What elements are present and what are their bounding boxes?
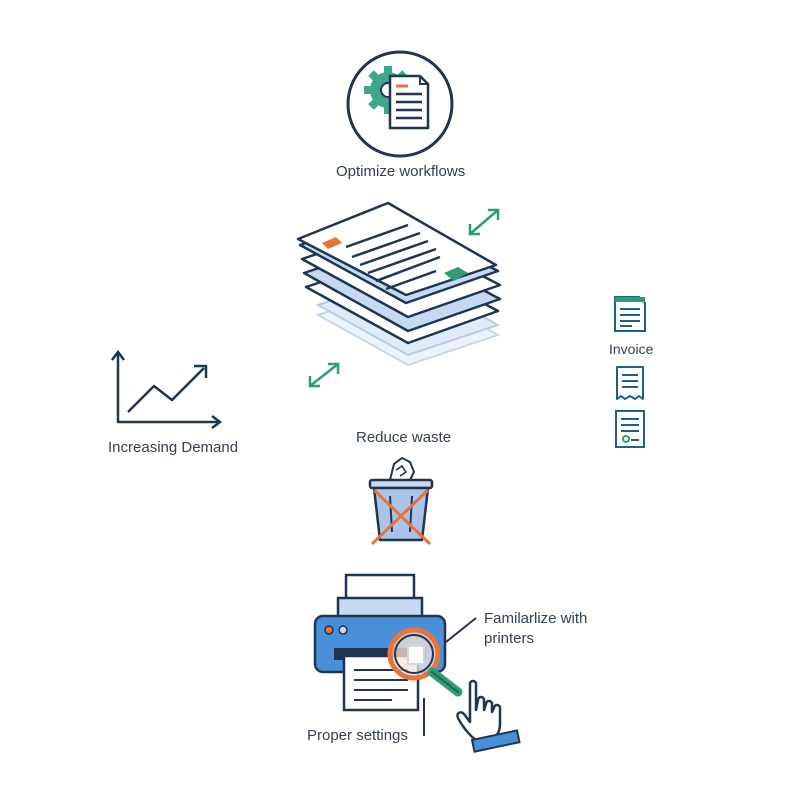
increasing-demand-label: Increasing Demand bbox=[108, 439, 239, 456]
resize-arrow-icon bbox=[468, 208, 500, 236]
magnifier-icon bbox=[387, 627, 463, 697]
wastebasket-icon bbox=[368, 457, 434, 546]
familiarize-printers-label: Familarlize with printers bbox=[484, 609, 587, 649]
familiarize-label-line2: printers bbox=[484, 630, 535, 647]
invoice-document-icon bbox=[614, 296, 646, 332]
reduce-waste-label: Reduce waste bbox=[356, 429, 452, 446]
proper-settings-label: Proper settings bbox=[307, 727, 408, 744]
familiarize-label-line1: Familarlize with bbox=[484, 610, 588, 627]
receipt-icon bbox=[616, 366, 644, 400]
workflow-gear-document-icon bbox=[346, 50, 454, 158]
optimize-workflows-label: Optimize workflows bbox=[336, 163, 466, 180]
resize-arrow-icon bbox=[308, 362, 340, 388]
callout-line bbox=[423, 698, 425, 736]
invoice-label: Invoice bbox=[609, 341, 654, 357]
document-stack-icon bbox=[296, 201, 502, 367]
certificate-document-icon bbox=[615, 410, 645, 448]
pointing-hand-icon bbox=[456, 679, 521, 753]
line-chart-icon bbox=[111, 349, 223, 429]
callout-line bbox=[445, 617, 477, 643]
